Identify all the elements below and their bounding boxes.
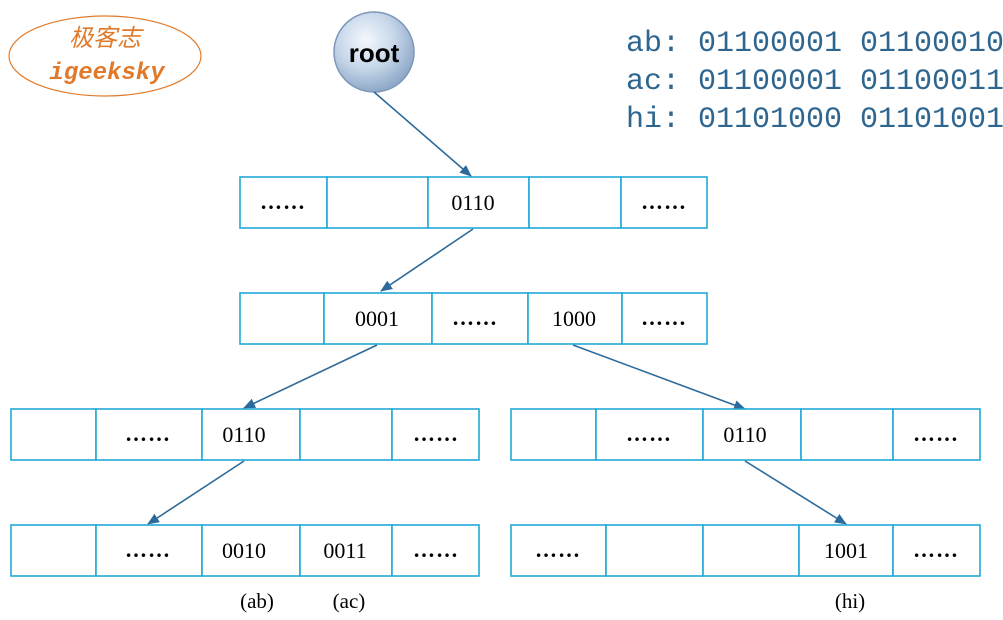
cell-text: …… [413,421,459,446]
cell-text: …… [913,537,959,562]
cell-text: …… [641,189,687,214]
leaf-label-hi: (hi) [835,589,865,613]
cell-text: …… [626,421,672,446]
node-cell [391,408,480,461]
cell-text: …… [913,421,959,446]
node-cell [323,292,433,345]
cell-text: 0110 [723,422,766,447]
cell-text: 1001 [824,538,868,563]
node-level1: …… 0110 …… [239,176,708,229]
logo: 极客志 igeeksky [8,15,202,97]
node-cell [605,524,704,577]
edge-level2-level3-right [572,344,746,410]
node-cell [595,408,704,461]
node-cell [299,524,393,577]
root-node: root [333,11,415,93]
node-level3-right: …… 0110 …… [510,408,981,461]
cell-text: …… [535,537,581,562]
binary-legend: ab: 01100001 01100010 ac: 01100001 01100… [626,27,1003,137]
legend-line-hi: hi: 01101000 01101001 [626,103,1003,137]
cell-text: 0011 [323,538,366,563]
cell-text: …… [641,305,687,330]
cell-text: …… [260,189,306,214]
logo-latin-text: igeeksky [49,60,166,87]
node-cell [10,524,97,577]
node-cell [702,524,800,577]
node-level4-right: …… 1001 …… [510,524,981,577]
edge-level3-level4-right [744,460,847,525]
node-cell [800,408,894,461]
root-label: root [349,38,400,68]
edges [147,91,847,525]
cell-text: 0001 [355,306,399,331]
node-cell [95,408,203,461]
node-cell [892,524,981,577]
edge-level3-level4-left [147,460,245,525]
node-cell [431,292,529,345]
logo-ellipse [8,15,202,97]
leaf-labels: (ab) (ac) (hi) [240,589,865,613]
node-cell [10,408,97,461]
cell-text: 0110 [222,422,265,447]
cell-text: …… [125,421,171,446]
node-cell [702,408,802,461]
legend-line-ac: ac: 01100001 01100011 [626,65,1003,99]
leaf-label-ab: (ab) [240,589,274,613]
cell-text: 0110 [451,190,494,215]
node-cell [527,292,623,345]
edge-root-level1 [373,91,472,177]
node-cell [299,408,393,461]
node-cell [620,176,708,229]
node-cell [621,292,708,345]
node-cell [391,524,480,577]
edge-level1-level2 [380,228,474,292]
node-level3-left: …… 0110 …… [10,408,480,461]
node-cell [201,408,301,461]
edge-level2-level3-left [243,344,378,409]
node-cell [892,408,981,461]
node-cell [239,292,325,345]
node-cell [528,176,622,229]
cell-text: …… [413,537,459,562]
node-level4-left: …… 0010 0011 …… [10,524,480,577]
legend-line-ab: ab: 01100001 01100010 [626,27,1003,61]
node-cell [326,176,429,229]
node-level2: 0001 …… 1000 …… [239,292,708,345]
cell-text: 1000 [552,306,596,331]
logo-chinese-text: 极客志 [69,24,144,52]
leaf-label-ac: (ac) [333,589,366,613]
cell-text: …… [452,305,498,330]
cell-text: …… [125,537,171,562]
cell-text: 0010 [222,538,266,563]
node-cell [510,408,597,461]
